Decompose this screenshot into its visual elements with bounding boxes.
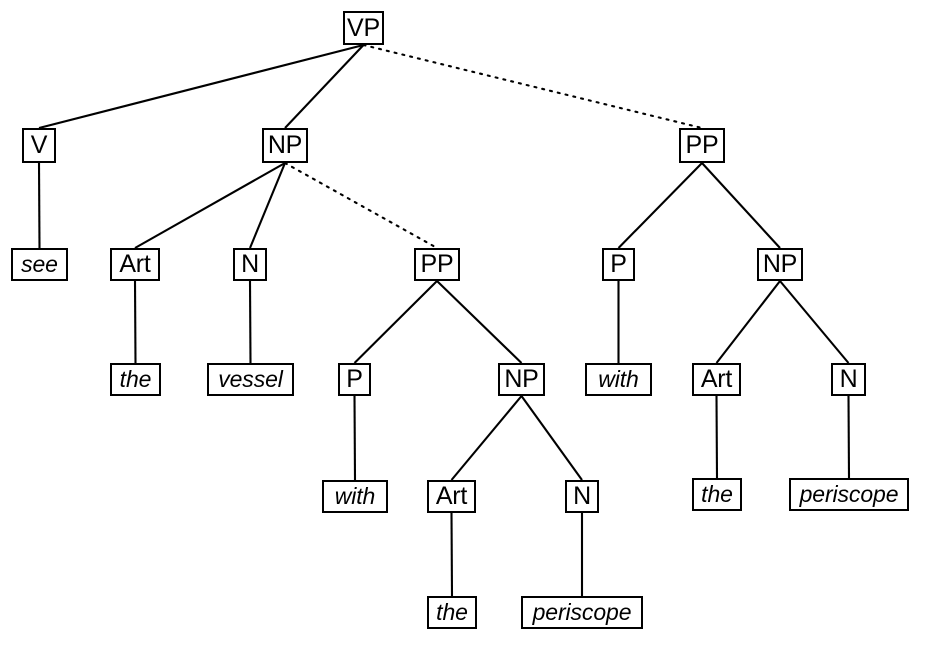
category-node-np_right: NP <box>757 248 803 281</box>
category-node-v: V <box>22 128 56 163</box>
category-node-vp: VP <box>343 11 384 45</box>
edge-pp_right-to-np_right <box>701 162 781 249</box>
edge-np_mid-to-n_mid <box>520 395 583 481</box>
edge-art_mid-to-the_m <box>450 512 454 597</box>
leaf-node-the_r: the <box>692 478 742 511</box>
category-node-n_mid: N <box>565 480 599 513</box>
edge-vp-to-v <box>38 43 364 130</box>
edge-np1-to-art1 <box>134 162 286 249</box>
category-node-art1: Art <box>110 248 160 281</box>
edge-pp_mid-to-p_mid <box>353 280 438 364</box>
edge-n_right-to-peri_r <box>847 395 851 479</box>
edge-p_mid-to-with_m <box>353 395 357 481</box>
category-node-pp_mid: PP <box>414 248 460 281</box>
leaf-node-peri_r: periscope <box>789 478 909 511</box>
leaf-node-with_m: with <box>322 480 388 513</box>
edge-vp-to-pp_right <box>362 43 704 130</box>
edge-art1-to-the1 <box>133 280 137 364</box>
edge-v-to-see <box>37 162 41 249</box>
category-node-n1: N <box>233 248 267 281</box>
leaf-node-the1: the <box>110 363 161 396</box>
edge-np1-to-n1 <box>249 162 286 249</box>
category-node-pp_right: PP <box>679 128 725 163</box>
edge-pp_mid-to-np_mid <box>436 280 523 364</box>
edge-n1-to-vessel <box>248 280 252 364</box>
edge-vp-to-np1 <box>284 44 365 129</box>
category-node-np1: NP <box>262 128 308 163</box>
leaf-node-see: see <box>11 248 68 281</box>
category-node-p_mid: P <box>338 363 371 396</box>
edge-np_mid-to-art_mid <box>450 395 523 481</box>
category-node-p_right: P <box>602 248 635 281</box>
edge-pp_right-to-p_right <box>617 162 703 249</box>
edge-np1-to-pp_mid <box>283 161 439 250</box>
leaf-node-the_m: the <box>427 596 477 629</box>
category-node-n_right: N <box>831 363 866 396</box>
leaf-node-vessel: vessel <box>207 363 294 396</box>
leaf-node-peri_m: periscope <box>521 596 643 629</box>
category-node-np_mid: NP <box>498 363 545 396</box>
edge-art_right-to-the_r <box>715 395 719 479</box>
edge-np_right-to-n_right <box>779 280 850 364</box>
edge-np_right-to-art_right <box>715 280 781 364</box>
leaf-node-with_r: with <box>585 363 652 396</box>
category-node-art_mid: Art <box>427 480 476 513</box>
category-node-art_right: Art <box>692 363 741 396</box>
